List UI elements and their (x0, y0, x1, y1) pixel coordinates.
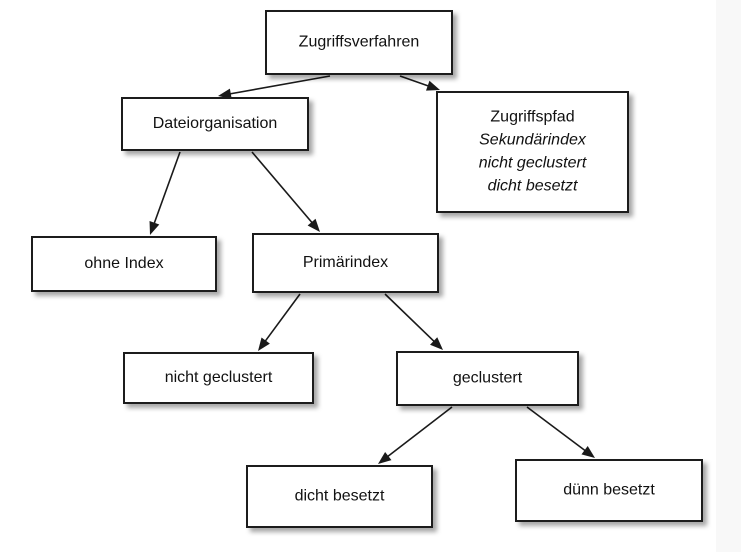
node-box-dicht-besetzt[interactable] (246, 465, 433, 528)
edge-geclustert-duenn-besetzt (526, 406, 595, 458)
edges-layer (149, 75, 595, 464)
edge-line (152, 151, 181, 226)
node-box-zugriffspfad[interactable] (436, 91, 629, 213)
edge-line (526, 406, 588, 453)
node-zugriffsverfahren[interactable]: Zugriffsverfahren (265, 10, 453, 75)
node-dicht-besetzt[interactable]: dicht besetzt (246, 465, 433, 528)
node-label-dateiorganisation-line-0: Dateiorganisation (153, 115, 278, 132)
edge-line (384, 293, 437, 344)
node-ohne-index[interactable]: ohne Index (31, 236, 217, 292)
edge-line (227, 75, 331, 96)
edge-line (385, 406, 453, 459)
node-box-ohne-index[interactable] (31, 236, 217, 292)
node-label-zugriffspfad-line-0: Zugriffspfad (490, 109, 574, 126)
node-dateiorganisation[interactable]: Dateiorganisation (121, 97, 309, 151)
node-box-primaerindex[interactable] (252, 233, 439, 293)
node-box-duenn-besetzt[interactable] (515, 459, 703, 522)
arrow-head-icon (307, 218, 320, 232)
edge-line (263, 293, 301, 344)
node-box-nicht-geclustert[interactable] (123, 352, 314, 404)
edge-zugriffsverfahren-dateiorganisation (218, 75, 331, 99)
edge-line (251, 151, 315, 225)
node-label-nicht-geclustert-line-0: nicht geclustert (165, 369, 273, 386)
node-box-zugriffsverfahren[interactable] (265, 10, 453, 75)
edge-dateiorganisation-primaerindex (251, 151, 320, 232)
node-label-zugriffspfad-line-3: dicht besetzt (488, 178, 578, 195)
edge-line (399, 75, 431, 88)
edge-geclustert-dicht-besetzt (378, 406, 453, 464)
arrow-head-icon (378, 451, 392, 464)
arrow-head-icon (581, 446, 595, 458)
edge-dateiorganisation-ohne-index (149, 151, 181, 235)
node-label-primaerindex-line-0: Primärindex (303, 254, 388, 271)
node-duenn-besetzt[interactable]: dünn besetzt (515, 459, 703, 522)
node-label-zugriffspfad-line-2: nicht geclustert (479, 155, 587, 172)
arrow-head-icon (258, 337, 270, 351)
node-nicht-geclustert[interactable]: nicht geclustert (123, 352, 314, 404)
node-geclustert[interactable]: geclustert (396, 351, 579, 406)
edge-primaerindex-nicht-geclustert (258, 293, 301, 351)
node-label-ohne-index-line-0: ohne Index (84, 255, 163, 272)
node-label-zugriffspfad-line-1: Sekundärindex (479, 132, 587, 149)
node-box-dateiorganisation[interactable] (121, 97, 309, 151)
right-side-panel (716, 0, 741, 552)
node-label-duenn-besetzt-line-0: dünn besetzt (563, 482, 655, 499)
arrow-head-icon (218, 88, 232, 99)
arrow-head-icon (430, 337, 443, 350)
arrow-head-icon (149, 221, 160, 235)
node-primaerindex[interactable]: Primärindex (252, 233, 439, 293)
node-label-zugriffsverfahren-line-0: Zugriffsverfahren (299, 34, 420, 51)
node-label-dicht-besetzt-line-0: dicht besetzt (295, 488, 385, 505)
edge-zugriffsverfahren-zugriffspfad (399, 75, 440, 91)
node-box-geclustert[interactable] (396, 351, 579, 406)
edge-primaerindex-geclustert (384, 293, 443, 350)
arrow-head-icon (426, 80, 440, 91)
node-label-geclustert-line-0: geclustert (453, 370, 523, 387)
